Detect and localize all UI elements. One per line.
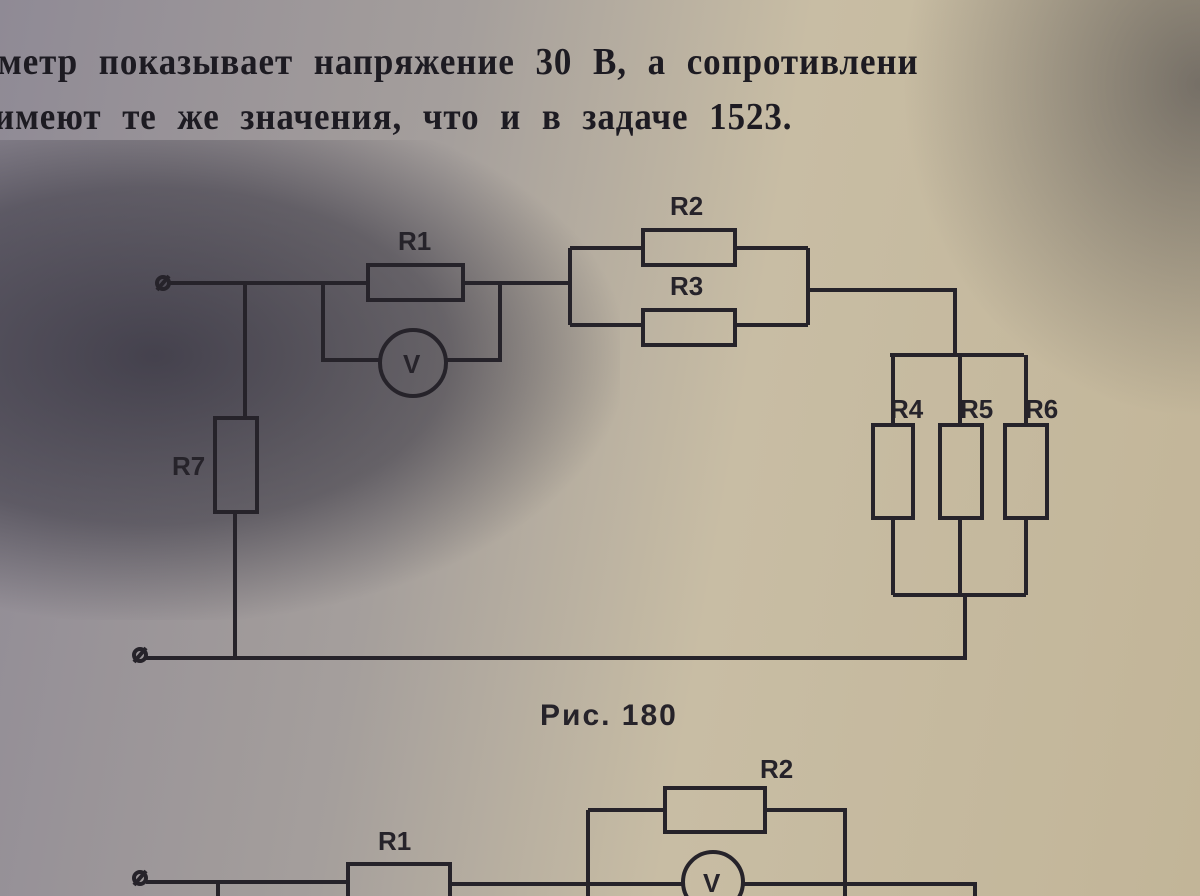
resistor-r2-fig2: [663, 786, 767, 834]
label-r7: R7: [172, 451, 205, 481]
figure-180-circuit: R1 R2 R3 R4 R5 R6 R7 V Рис. 180: [132, 191, 1058, 732]
figure-caption: Рис. 180: [540, 699, 678, 732]
resistor-r7: [213, 416, 259, 514]
terminal-top-2: [132, 870, 148, 886]
problem-text-line-2: имеют те же значения, что и в задаче 152…: [0, 96, 793, 138]
hand-shadow: [0, 140, 620, 620]
voltmeter-fig2: [681, 850, 745, 896]
label-r3: R3: [670, 271, 703, 301]
page-shadow: [900, 0, 1200, 420]
resistor-r6: [1003, 423, 1049, 520]
resistor-r4: [871, 423, 915, 520]
label-r1: R1: [398, 226, 431, 256]
resistor-r3: [641, 308, 737, 347]
terminal-bottom: [132, 647, 148, 663]
label-voltmeter: V: [403, 349, 421, 379]
label-r6: R6: [1025, 394, 1058, 424]
label-r1-fig2: R1: [378, 826, 411, 856]
resistor-r1-fig2: [346, 862, 452, 896]
resistor-r2: [641, 228, 737, 267]
figure-181-circuit: R1 R2 V: [132, 754, 977, 896]
resistor-r5: [938, 423, 984, 520]
label-r2: R2: [670, 191, 703, 221]
voltmeter: [378, 328, 448, 398]
label-r5: R5: [960, 394, 993, 424]
resistor-r1: [366, 263, 465, 302]
label-r2-fig2: R2: [760, 754, 793, 784]
label-r4: R4: [890, 394, 924, 424]
problem-text-line-1: метр показывает напряжение 30 В, а сопро…: [0, 41, 919, 83]
label-voltmeter-fig2: V: [703, 868, 721, 896]
